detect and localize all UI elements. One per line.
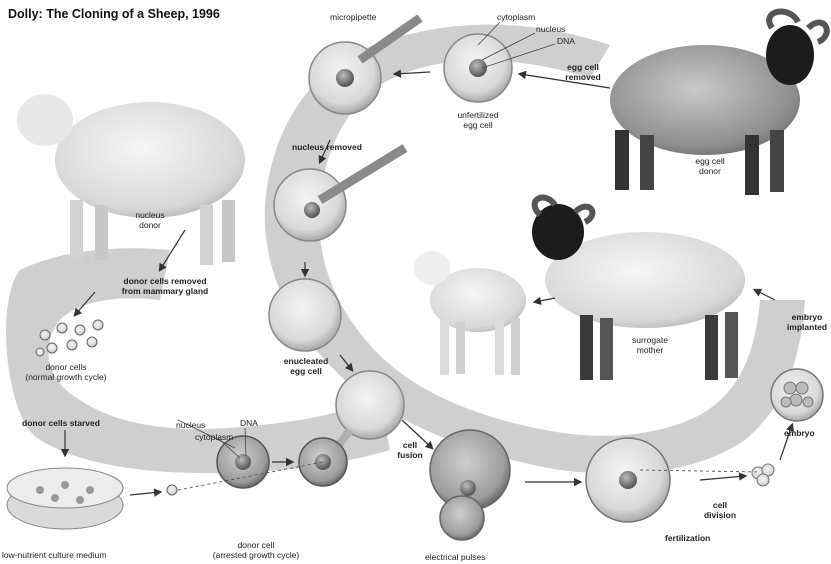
small-donor-cell	[167, 485, 177, 495]
unfertilized-egg-cell	[444, 34, 512, 102]
dna-top-label: DNA	[557, 36, 575, 46]
lamb-dolly	[414, 251, 526, 375]
nucleus-top-label: nucleus	[536, 24, 565, 34]
diagram-title: Dolly: The Cloning of a Sheep, 1996	[8, 7, 220, 21]
nucleus-low-label: nucleus	[176, 420, 205, 430]
fertilization-cell	[586, 438, 670, 522]
donor-cell-arrested	[299, 438, 347, 486]
fused-cell	[430, 430, 510, 540]
nucleus-donor-sheep	[17, 94, 245, 265]
dividing-cells	[752, 464, 774, 486]
donor-cells-starved-label: donor cells starved	[22, 418, 100, 428]
embryo-label: embryo	[784, 428, 815, 438]
culture-dish	[7, 468, 123, 529]
cytoplasm-top-label: cytoplasm	[497, 12, 535, 22]
donor-cells-normal-label: donor cells(normal growth cycle)	[16, 362, 116, 382]
micropipette-label: micropipette	[330, 12, 376, 22]
donor-cell-arrested-label: donor cell(arrested growth cycle)	[200, 540, 312, 560]
embryo	[771, 369, 823, 421]
nucleus-removed-label: nucleus removed	[292, 142, 362, 152]
culture-medium-label: low-nutrient culture medium	[2, 550, 106, 560]
electrical-pulses-label: electrical pulses	[425, 552, 485, 562]
dna-low-label: DNA	[240, 418, 258, 428]
cytoplasm-low-label: cytoplasm	[195, 432, 233, 442]
fertilization-label: fertilization	[665, 533, 710, 543]
enucleated-egg-cell	[269, 279, 341, 351]
